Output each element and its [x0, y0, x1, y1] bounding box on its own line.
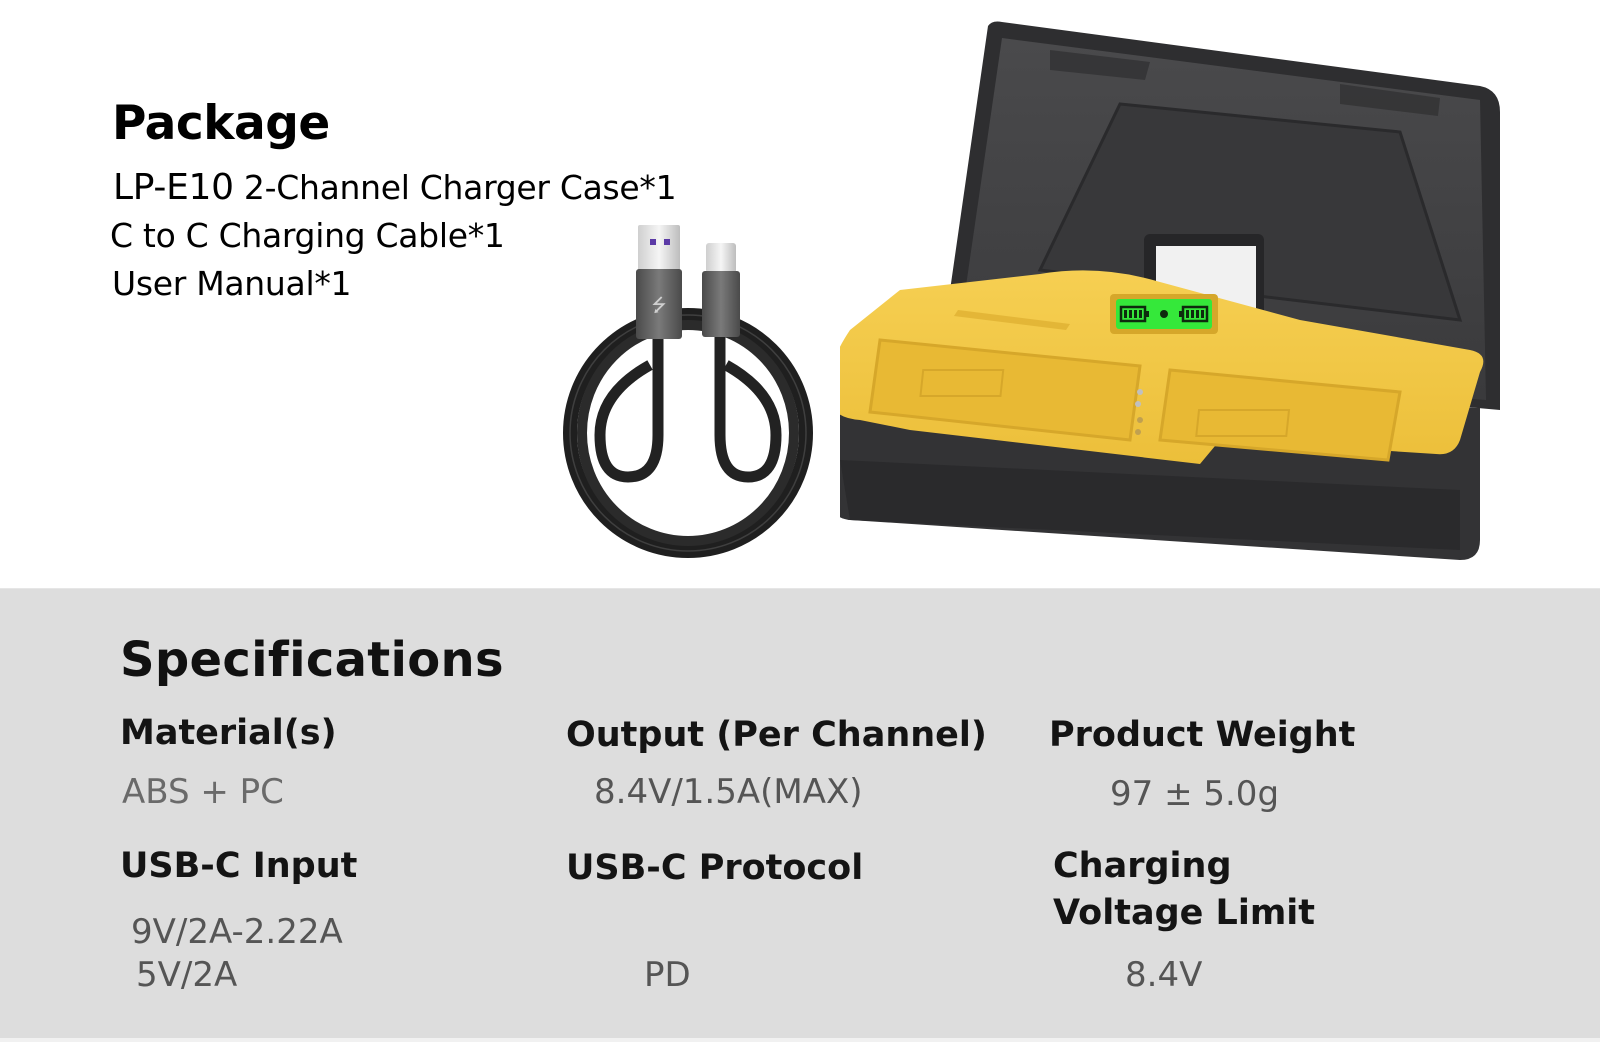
package-item-charger-case: LP-E10 2-Channel Charger Case*1: [113, 167, 677, 208]
spec-label-usbc-input: USB-C Input: [120, 846, 358, 886]
spec-value-output: 8.4V/1.5A(MAX): [594, 772, 863, 812]
package-section: Package LP-E10 2-Channel Charger Case*1 …: [110, 21, 1500, 560]
package-item-model: LP-E10: [113, 167, 234, 208]
package-title: Package: [112, 96, 330, 151]
spec-value-usbc-input-5v: 5V/2A: [136, 955, 238, 995]
divider: [0, 1038, 1600, 1042]
specifications-section: [0, 588, 1600, 1038]
spec-label-weight: Product Weight: [1049, 715, 1356, 755]
svg-text:⭍: ⭍: [652, 295, 667, 316]
spec-value-usbc-input-9v: 9V/2A-2.22A: [131, 912, 343, 952]
charger-case-image: [840, 21, 1500, 560]
usb-cable-image: ⭍: [563, 225, 813, 558]
package-item-cable: C to C Charging Cable*1: [110, 216, 505, 255]
spec-value-materials: ABS + PC: [122, 772, 284, 812]
package-item-label: 2-Channel Charger Case*1: [233, 168, 677, 207]
spec-value-weight: 97 ± 5.0g: [1110, 774, 1280, 814]
specifications-title: Specifications: [120, 632, 504, 688]
spec-label-materials: Material(s): [120, 713, 337, 753]
spec-value-usbc-protocol: PD: [644, 955, 691, 995]
spec-label-output: Output (Per Channel): [566, 715, 987, 755]
spec-label-usbc-protocol: USB-C Protocol: [566, 848, 864, 888]
spec-label-charging-voltage-limit: Charging Voltage Limit: [1053, 846, 1316, 933]
package-item-manual: User Manual*1: [112, 264, 352, 303]
spec-value-charging-voltage-limit: 8.4V: [1125, 955, 1203, 995]
